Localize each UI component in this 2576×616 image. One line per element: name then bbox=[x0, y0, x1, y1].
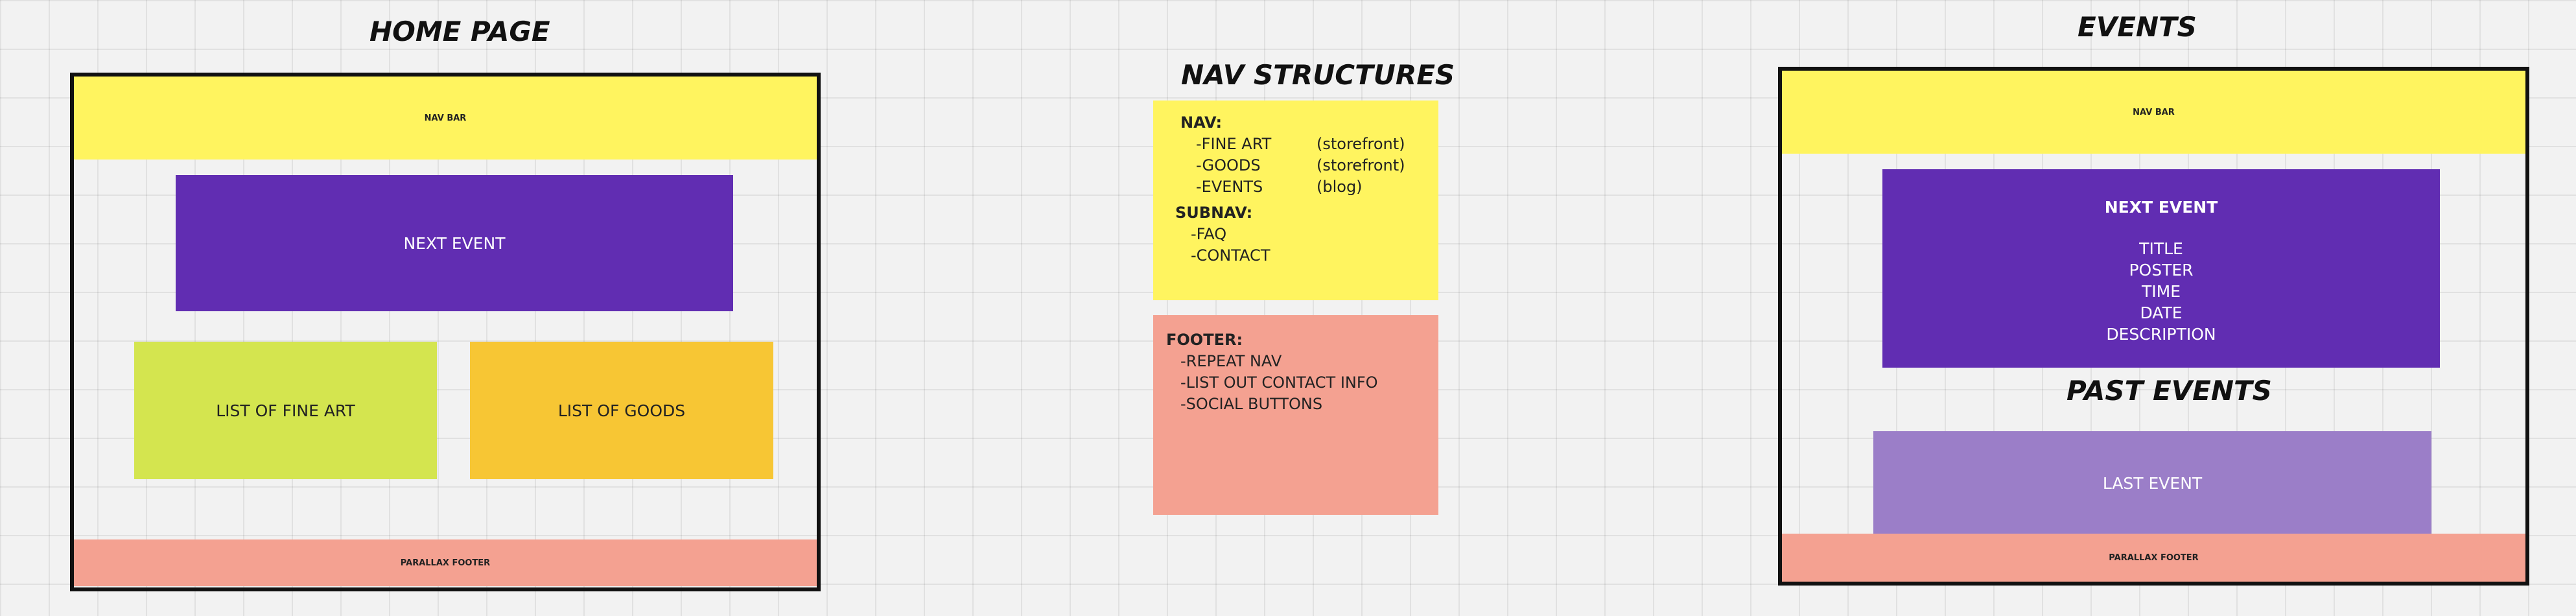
home-goods-label: LIST OF GOODS bbox=[557, 401, 686, 420]
home-page-frame bbox=[70, 73, 821, 591]
nav-item-goods: -GOODS (storefront) bbox=[1196, 156, 1405, 174]
events-title: EVENTS bbox=[2078, 11, 2197, 43]
event-field-date: DATE bbox=[2140, 303, 2183, 322]
nav-item-fine-art: -FINE ART (storefront) bbox=[1196, 135, 1405, 153]
nav-sticky-note[interactable]: NAV: -FINE ART (storefront) -GOODS (stor… bbox=[1153, 101, 1438, 300]
footer-item-contact-info: -LIST OUT CONTACT INFO bbox=[1180, 373, 1378, 392]
home-nav-bar-label: NAV BAR bbox=[424, 113, 467, 123]
event-field-description: DESCRIPTION bbox=[2106, 325, 2216, 344]
home-fine-art-block[interactable]: LIST OF FINE ART bbox=[134, 342, 437, 479]
events-last-event-label: LAST EVENT bbox=[2102, 473, 2203, 493]
footer-sticky-note[interactable]: FOOTER: -REPEAT NAV -LIST OUT CONTACT IN… bbox=[1153, 315, 1438, 515]
home-next-event-block[interactable]: NEXT EVENT bbox=[176, 175, 733, 311]
footer-item-repeat-nav: -REPEAT NAV bbox=[1180, 352, 1282, 370]
subnav-item-contact: -CONTACT bbox=[1191, 246, 1270, 265]
subnav-item-faq: -FAQ bbox=[1191, 225, 1227, 243]
nav-item-events: -EVENTS (blog) bbox=[1196, 178, 1363, 196]
events-nav-bar[interactable]: NAV BAR bbox=[1782, 71, 2525, 154]
home-fine-art-label: LIST OF FINE ART bbox=[216, 401, 355, 420]
footer-heading: FOOTER: bbox=[1166, 331, 1243, 349]
subnav-heading: SUBNAV: bbox=[1175, 204, 1253, 222]
home-goods-block[interactable]: LIST OF GOODS bbox=[470, 342, 773, 479]
home-footer-label: PARALLAX FOOTER bbox=[400, 558, 491, 568]
home-nav-bar[interactable]: NAV BAR bbox=[74, 77, 817, 160]
past-events-title: PAST EVENTS bbox=[2067, 375, 2272, 407]
events-nav-bar-label: NAV BAR bbox=[2133, 107, 2175, 117]
events-next-event-heading: NEXT EVENT bbox=[2104, 198, 2218, 217]
events-footer-label: PARALLAX FOOTER bbox=[2109, 552, 2199, 563]
footer-item-social-buttons: -SOCIAL BUTTONS bbox=[1180, 395, 1323, 413]
nav-heading: NAV: bbox=[1180, 113, 1223, 132]
event-field-title: TITLE bbox=[2139, 239, 2183, 258]
events-page-frame bbox=[1778, 67, 2529, 586]
home-page-title: HOME PAGE bbox=[369, 16, 550, 47]
event-field-time: TIME bbox=[2141, 282, 2181, 301]
events-footer[interactable]: PARALLAX FOOTER bbox=[1782, 534, 2525, 582]
events-next-event-block[interactable]: NEXT EVENT TITLE POSTER TIME DATE DESCRI… bbox=[1882, 169, 2440, 368]
events-last-event-block[interactable]: LAST EVENT bbox=[1873, 431, 2431, 535]
home-next-event-label: NEXT EVENT bbox=[403, 233, 506, 253]
home-footer[interactable]: PARALLAX FOOTER bbox=[74, 539, 817, 586]
event-field-poster: POSTER bbox=[2129, 261, 2194, 279]
nav-structures-title: NAV STRUCTURES bbox=[1181, 59, 1455, 91]
